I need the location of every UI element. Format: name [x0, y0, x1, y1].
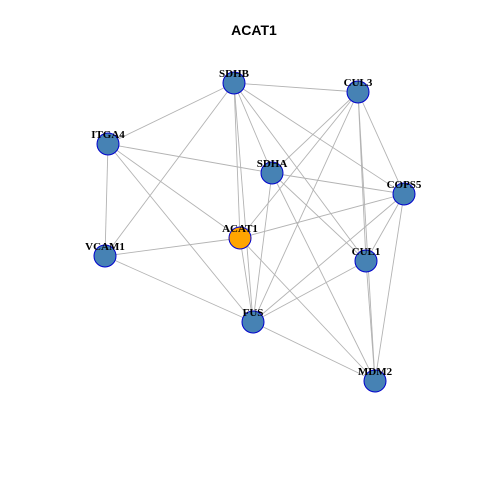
- node-label-sdhb: SDHB: [219, 68, 250, 80]
- node-circle-cul3: [346, 80, 370, 104]
- edge-sdhb-cops5: [233, 82, 405, 195]
- edge-acat1-fus: [239, 237, 254, 323]
- node-circle-cul1: [354, 249, 378, 273]
- edge-itga4-fus: [107, 143, 254, 323]
- edge-acat1-vcam1: [104, 237, 241, 257]
- node-label-sdha: SDHA: [257, 158, 288, 170]
- edge-sdhb-fus: [233, 82, 254, 323]
- edge-itga4-sdha: [107, 143, 273, 174]
- node-label-acat1: ACAT1: [222, 223, 258, 235]
- edge-cops5-fus: [252, 193, 405, 323]
- node-label-mdm2: MDM2: [358, 366, 393, 378]
- node-circle-cops5: [392, 182, 416, 206]
- edge-sdhb-sdha: [233, 82, 273, 174]
- node-cul3: CUL3: [344, 77, 373, 104]
- node-cul1: CUL1: [352, 246, 381, 273]
- node-circle-mdm2: [363, 369, 387, 393]
- node-label-itga4: ITGA4: [91, 129, 125, 141]
- edge-sdhb-vcam1: [104, 82, 235, 257]
- edge-cul3-fus: [252, 91, 359, 323]
- node-circle-itga4: [96, 132, 120, 156]
- node-mdm2: MDM2: [358, 366, 393, 393]
- node-acat1: ACAT1: [222, 223, 258, 250]
- node-label-cul1: CUL1: [352, 246, 381, 258]
- edge-layer: [104, 82, 405, 382]
- node-circle-sdhb: [222, 71, 246, 95]
- edge-sdha-fus: [252, 172, 273, 323]
- edge-cops5-cul1: [365, 193, 405, 262]
- node-circle-acat1: [228, 226, 252, 250]
- edge-cul3-sdha: [271, 91, 359, 174]
- node-cops5: COPS5: [387, 179, 422, 206]
- edge-sdha-mdm2: [271, 172, 376, 382]
- edge-cul3-cops5: [357, 91, 405, 195]
- edge-itga4-vcam1: [104, 143, 109, 257]
- node-circle-vcam1: [93, 244, 117, 268]
- node-vcam1: VCAM1: [85, 241, 125, 268]
- node-label-cops5: COPS5: [387, 179, 422, 191]
- node-itga4: ITGA4: [91, 129, 125, 156]
- edge-fus-mdm2: [252, 321, 376, 382]
- edge-cul3-acat1: [239, 91, 359, 239]
- node-fus: FUS: [241, 307, 265, 334]
- edge-sdha-cops5: [271, 172, 405, 195]
- node-sdhb: SDHB: [219, 68, 250, 95]
- node-circle-fus: [241, 310, 265, 334]
- edge-cul1-fus: [252, 260, 367, 323]
- edge-sdhb-cul3: [233, 82, 359, 93]
- edge-sdhb-itga4: [107, 82, 235, 145]
- edge-sdhb-cul1: [233, 82, 367, 262]
- node-label-vcam1: VCAM1: [85, 241, 125, 253]
- graph-title: ACAT1: [231, 22, 277, 38]
- edge-itga4-acat1: [107, 143, 241, 239]
- edge-acat1-mdm2: [239, 237, 376, 382]
- edge-vcam1-fus: [104, 255, 254, 323]
- edge-cops5-mdm2: [374, 193, 405, 382]
- edge-sdhb-acat1: [233, 82, 241, 239]
- node-circle-sdha: [260, 161, 284, 185]
- edge-cops5-acat1: [239, 193, 405, 239]
- node-sdha: SDHA: [257, 158, 288, 185]
- node-label-fus: FUS: [243, 307, 264, 319]
- edge-cul3-mdm2: [357, 91, 376, 382]
- node-label-cul3: CUL3: [344, 77, 373, 89]
- edge-cul1-mdm2: [365, 260, 376, 382]
